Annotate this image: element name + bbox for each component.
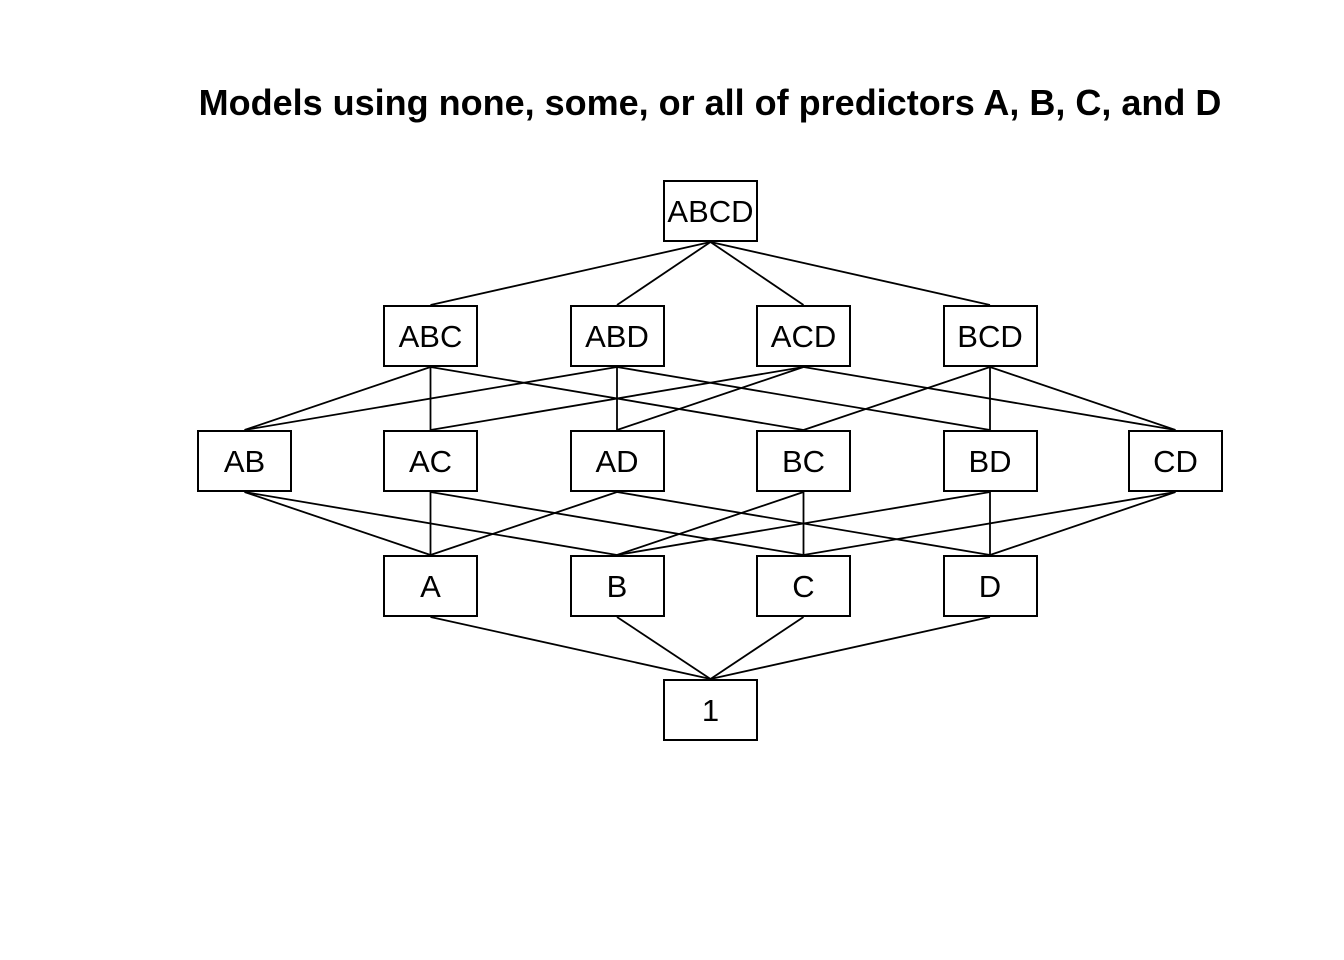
model-node-ABC: ABC xyxy=(383,305,478,367)
edge-C-1 xyxy=(710,616,804,680)
model-node-AC: AC xyxy=(383,430,478,492)
plot-title: Models using none, some, or all of predi… xyxy=(198,82,1222,124)
edge-CD-C xyxy=(803,491,1176,556)
edge-AB-A xyxy=(244,491,431,556)
edge-AC-C xyxy=(430,491,804,556)
edge-ABCD-ABC xyxy=(430,241,711,306)
edge-CD-D xyxy=(989,491,1176,556)
edge-ABD-BD xyxy=(616,366,991,431)
edge-BC-B xyxy=(616,491,804,556)
model-node-ABD: ABD xyxy=(569,305,665,367)
model-node-A: A xyxy=(383,555,478,617)
edge-BCD-CD xyxy=(989,366,1176,431)
model-node-AB: AB xyxy=(197,430,292,492)
model-node-ABCD: ABCD xyxy=(663,180,758,242)
model-node-C: C xyxy=(756,555,851,617)
edge-ACD-AC xyxy=(430,366,804,431)
edge-ABC-AB xyxy=(244,366,431,431)
edge-BD-B xyxy=(616,491,991,556)
edge-ABD-AB xyxy=(244,366,618,431)
edge-BCD-BC xyxy=(803,366,991,431)
model-node-BD: BD xyxy=(942,430,1038,492)
model-node-AD: AD xyxy=(569,430,665,492)
edge-ABCD-ACD xyxy=(709,241,805,306)
model-node-BC: BC xyxy=(756,430,851,492)
model-node-1: 1 xyxy=(663,679,758,741)
edge-AD-A xyxy=(430,491,618,556)
edge-B-1 xyxy=(616,616,711,680)
model-node-B: B xyxy=(569,555,665,617)
model-node-ACD: ACD xyxy=(756,305,851,367)
edge-ABCD-ABD xyxy=(616,241,712,306)
model-node-D: D xyxy=(942,555,1038,617)
edge-A-1 xyxy=(430,616,711,680)
model-node-CD: CD xyxy=(1128,430,1223,492)
edge-D-1 xyxy=(710,616,991,680)
model-node-BCD: BCD xyxy=(942,305,1038,367)
edge-ACD-AD xyxy=(616,366,804,431)
edge-ABCD-BCD xyxy=(710,241,991,306)
